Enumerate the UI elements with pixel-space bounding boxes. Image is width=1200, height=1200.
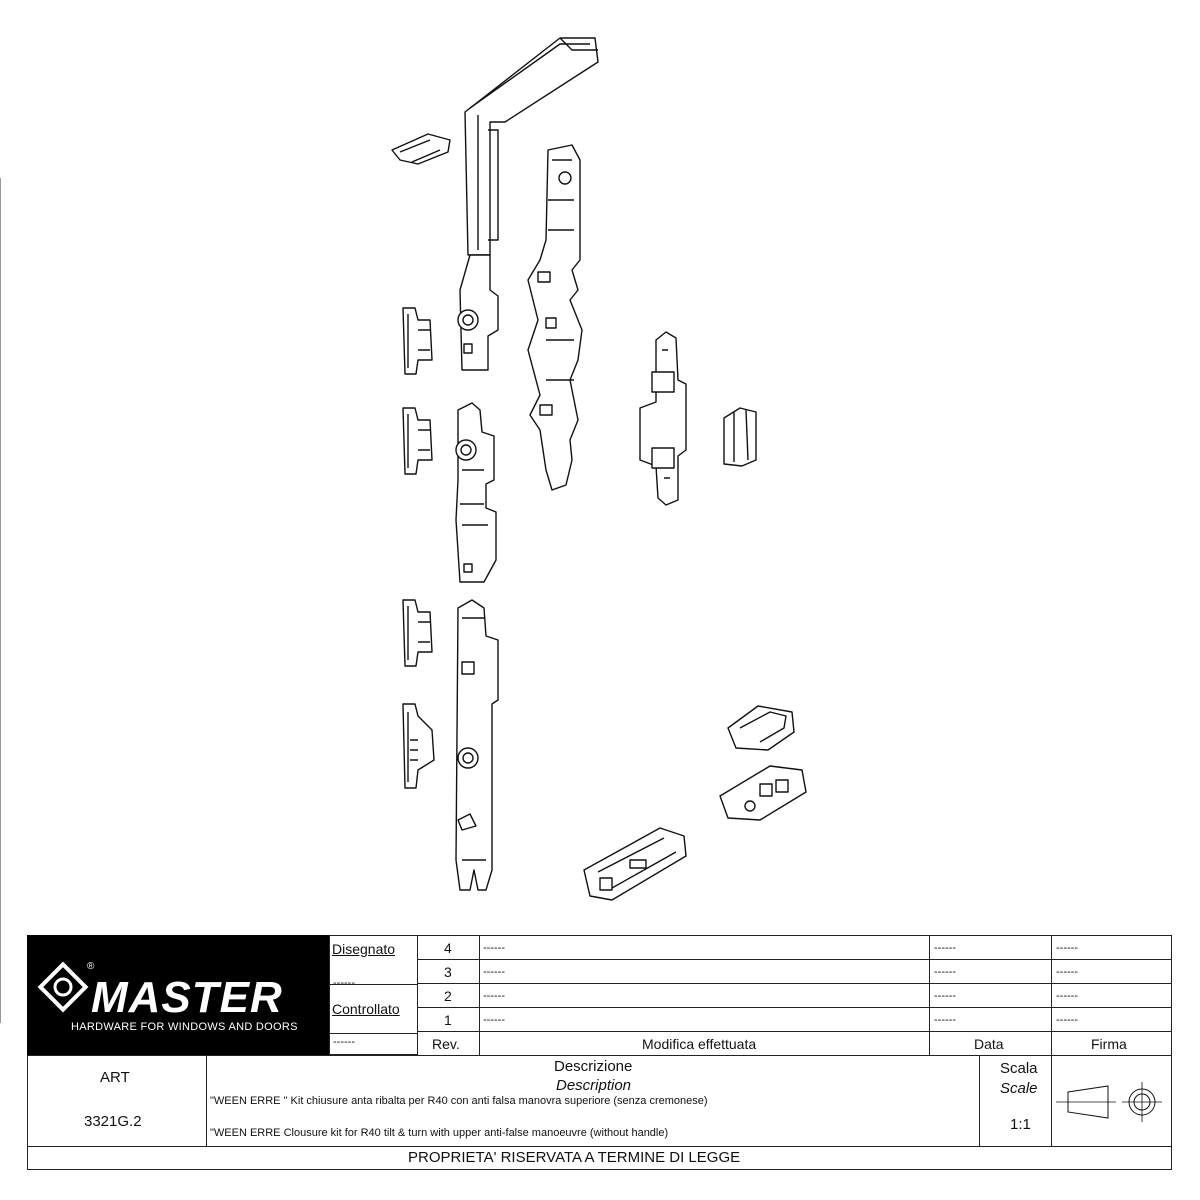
rev-sign: ------ — [1056, 942, 1078, 954]
rev-header: Rev. — [432, 1036, 460, 1052]
description-text-it: "WEEN ERRE " Kit chiusure anta ribalta p… — [210, 1095, 708, 1107]
striker-part — [402, 307, 433, 375]
rev-number: 3 — [444, 964, 452, 980]
rev-date: ------ — [934, 1014, 956, 1026]
rev-change: ------ — [483, 1014, 505, 1026]
registered-mark: ® — [87, 961, 95, 972]
scissor-arm-part — [527, 144, 583, 491]
master-emblem-icon — [37, 961, 89, 1013]
brand-wordmark: MASTER — [91, 973, 283, 1022]
change-header: Modifica effettuata — [642, 1036, 757, 1052]
sign-header: Firma — [1091, 1036, 1127, 1052]
scale-value: 1:1 — [1010, 1116, 1031, 1133]
middle-lock-part — [455, 402, 497, 583]
rev-number: 2 — [444, 988, 452, 1004]
checked-label: Controllato — [332, 1001, 400, 1017]
brand-tagline: HARDWARE FOR WINDOWS AND DOORS — [71, 1021, 298, 1033]
striker-part — [402, 599, 433, 667]
article-code: 3321G.2 — [84, 1113, 142, 1130]
description-text-en: "WEEN ERRE Clousure kit for R40 tilt & t… — [210, 1127, 669, 1139]
checked-value: ------ — [333, 1036, 355, 1048]
description-title: Descrizione — [554, 1058, 633, 1075]
rev-number: 1 — [444, 1012, 452, 1028]
hinge-cap-part — [727, 705, 795, 751]
drawn-label: Disegnato — [332, 941, 396, 957]
hinge-base-part — [583, 827, 687, 901]
first-angle-projection-icon — [1056, 1082, 1162, 1122]
rev-number: 4 — [444, 940, 452, 956]
rev-change: ------ — [483, 942, 505, 954]
drawn-value: ------ — [333, 977, 355, 989]
rights-notice: PROPRIETA' RISERVATA A TERMINE DI LEGGE — [408, 1149, 741, 1166]
rev-change: ------ — [483, 966, 505, 978]
corner-transmission-part — [457, 37, 599, 371]
u-bracket-part — [723, 407, 757, 467]
rev-date: ------ — [934, 942, 956, 954]
striker-part — [402, 703, 435, 789]
rev-date: ------ — [934, 966, 956, 978]
rev-change: ------ — [483, 990, 505, 1002]
rev-sign: ------ — [1056, 1014, 1078, 1026]
date-header: Data — [974, 1036, 1004, 1052]
article-label: ART — [100, 1069, 130, 1086]
scale-label-en: Scale — [1000, 1080, 1038, 1097]
rev-sign: ------ — [1056, 966, 1078, 978]
striker-part — [402, 407, 433, 475]
logo-panel: ® MASTER HARDWARE FOR WINDOWS AND DOORS — [27, 935, 329, 1055]
margin-rule — [0, 178, 1, 1023]
description-title-en: Description — [556, 1077, 632, 1094]
rev-sign: ------ — [1056, 990, 1078, 1002]
scale-label: Scala — [1000, 1060, 1038, 1077]
clip-part — [391, 133, 451, 165]
exploded-assembly-drawing — [391, 37, 807, 901]
bottom-espagnolette-rod — [455, 599, 499, 891]
hinge-block-part — [719, 765, 807, 821]
footer-cell — [27, 1146, 1172, 1170]
keeper-plate-part — [639, 331, 687, 506]
rev-date: ------ — [934, 990, 956, 1002]
